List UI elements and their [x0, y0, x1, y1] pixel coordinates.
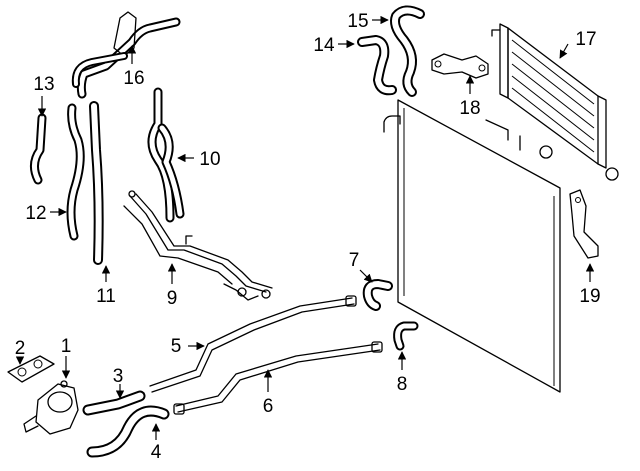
hose-7[interactable] — [362, 279, 393, 311]
hose-14[interactable] — [357, 35, 397, 96]
thermostat-housing-1[interactable] — [23, 380, 79, 435]
hose-8[interactable] — [393, 321, 419, 351]
callout-4[interactable]: 4 — [151, 442, 162, 463]
callout-8[interactable]: 8 — [397, 374, 408, 395]
gasket-2[interactable] — [7, 355, 55, 383]
hose-3[interactable] — [82, 390, 146, 416]
callout-17[interactable]: 17 — [575, 29, 596, 50]
pipe-assembly-16[interactable] — [71, 11, 181, 99]
callout-5[interactable]: 5 — [171, 336, 182, 357]
tube-assembly-9[interactable] — [123, 190, 273, 301]
callout-1[interactable]: 1 — [61, 336, 72, 357]
callout-13[interactable]: 13 — [33, 74, 54, 95]
callout-15[interactable]: 15 — [347, 11, 368, 32]
callout-labels: 1 2 3 4 5 6 7 8 9 10 11 12 13 14 15 16 1… — [15, 11, 601, 463]
callout-16[interactable]: 16 — [123, 68, 144, 89]
callout-6[interactable]: 6 — [263, 396, 274, 417]
oil-cooler[interactable] — [485, 23, 619, 181]
hose-11[interactable] — [89, 101, 104, 265]
callout-10[interactable]: 10 — [199, 149, 220, 170]
callout-2[interactable]: 2 — [15, 338, 26, 359]
hose-13[interactable] — [30, 113, 47, 185]
bracket-19[interactable] — [569, 189, 599, 259]
callout-19[interactable]: 19 — [579, 286, 600, 307]
callout-12[interactable]: 12 — [25, 203, 46, 224]
hose-12[interactable] — [66, 103, 85, 241]
leader-7 — [359, 269, 373, 283]
callout-14[interactable]: 14 — [313, 35, 335, 56]
callout-3[interactable]: 3 — [113, 366, 124, 387]
bracket-18[interactable] — [431, 53, 489, 79]
callout-11[interactable]: 11 — [96, 286, 116, 307]
callout-18[interactable]: 18 — [459, 98, 480, 119]
radiator-panel[interactable] — [383, 99, 561, 393]
hose-15[interactable] — [390, 5, 425, 97]
hose-10[interactable] — [147, 87, 185, 223]
tube-5[interactable] — [149, 295, 357, 393]
callout-7[interactable]: 7 — [349, 250, 360, 271]
callout-9[interactable]: 9 — [167, 288, 178, 309]
leader-17 — [559, 43, 569, 59]
hose-4[interactable] — [86, 405, 170, 458]
tube-6[interactable] — [173, 341, 383, 415]
leader-lines — [15, 15, 595, 440]
